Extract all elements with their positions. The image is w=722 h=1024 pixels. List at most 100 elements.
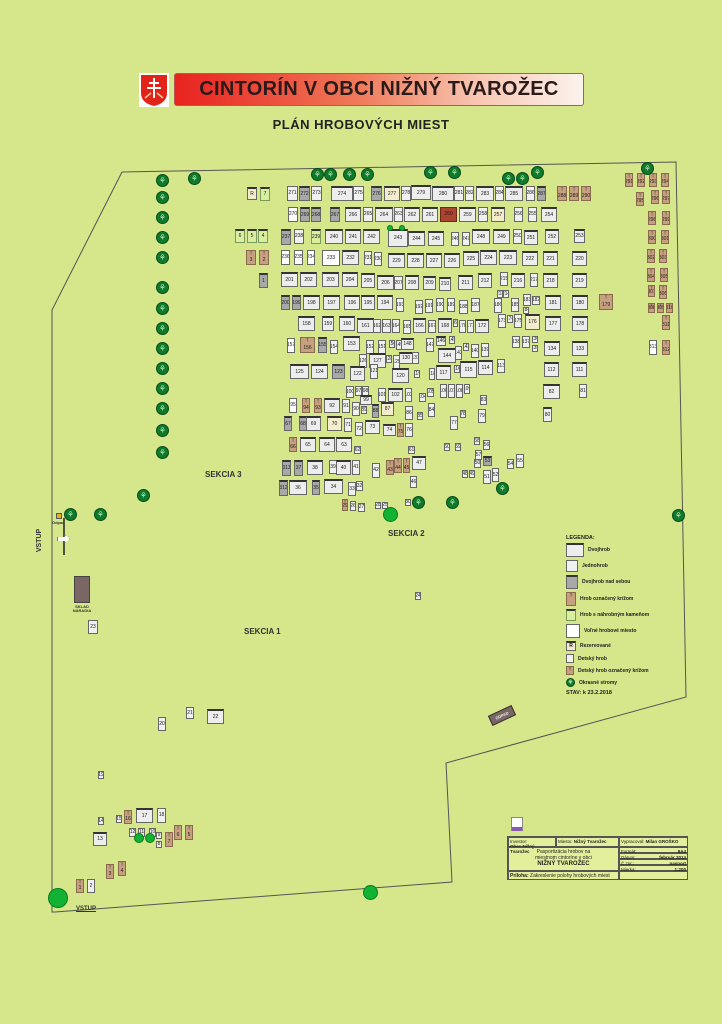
grave-plot[interactable]: 71 [344,418,352,432]
grave-plot[interactable]: 48 [462,470,468,478]
grave-plot[interactable]: 105 [427,388,434,397]
grave-plot[interactable]: 195 [361,295,375,310]
grave-plot[interactable]: 84 [428,403,435,417]
grave-plot[interactable]: 253 [574,229,585,243]
grave-plot[interactable]: 103 [405,388,412,402]
grave-plot[interactable]: 313 [649,340,657,355]
grave-plot[interactable]: 6 [235,229,245,243]
grave-plot[interactable]: 257 [491,207,505,222]
grave-plot[interactable]: 136 [532,336,538,343]
grave-plot[interactable]: 168 [438,318,452,333]
grave-plot[interactable]: 62 [354,446,361,454]
grave-plot[interactable]: 81 [579,384,587,398]
grave-plot[interactable]: 312 [662,340,670,355]
grave-plot[interactable]: 297 [662,190,670,204]
grave-plot[interactable]: 274 [331,186,353,201]
grave-plot[interactable]: 40 [336,460,351,475]
grave-plot[interactable]: 112 [544,362,559,377]
grave-plot[interactable]: 120 [392,368,409,383]
grave-plot[interactable]: 85 [417,412,423,420]
grave-plot[interactable]: 203 [322,272,339,287]
grave-plot[interactable]: 292 [637,173,645,187]
grave-plot[interactable]: 239 [311,229,321,244]
grave-plot[interactable]: 281 [454,186,464,201]
grave-plot[interactable]: 104 [419,393,426,402]
grave-plot[interactable]: 17 [136,808,153,823]
grave-plot[interactable]: 138 [512,336,520,348]
grave-plot[interactable]: 117 [436,365,451,380]
grave-plot[interactable]: 252 [545,229,559,244]
grave-plot[interactable]: 106 [440,384,447,398]
grave-plot[interactable]: 12 [129,828,136,837]
grave-plot[interactable]: 56 [483,440,490,450]
grave-plot[interactable]: 89 [361,406,367,414]
grave-plot[interactable]: 52 [492,468,499,482]
grave-plot[interactable]: 94 [302,398,310,413]
grave-plot[interactable]: 14 [98,817,104,825]
grave-plot[interactable]: 63 [336,437,352,452]
grave-plot[interactable]: 148 [401,338,414,350]
grave-plot[interactable]: 280 [432,186,454,201]
grave-plot[interactable]: 303 [659,249,667,263]
grave-plot[interactable]: 246 [451,232,459,246]
grave-plot[interactable]: 70 [327,416,342,431]
grave-plot[interactable]: 167 [428,320,436,333]
grave-plot[interactable]: 275 [353,186,364,201]
grave-plot[interactable]: 8 [156,841,162,848]
grave-plot[interactable]: 45 [403,458,410,473]
grave-plot[interactable]: 223 [499,250,517,265]
grave-plot[interactable]: 77 [450,416,458,430]
grave-plot[interactable]: 58 [474,437,480,445]
grave-plot[interactable]: 236 [281,250,290,265]
grave-plot[interactable]: 206 [377,275,394,290]
grave-plot[interactable]: 146 [436,336,446,346]
grave-plot[interactable]: 194 [377,295,393,310]
grave-plot[interactable]: 178 [572,316,588,331]
grave-plot[interactable]: 231 [364,251,372,265]
grave-plot[interactable]: 177 [545,316,561,331]
grave-plot[interactable]: 229 [388,253,405,268]
grave-plot[interactable]: 182 [532,296,540,305]
grave-plot[interactable]: 242 [363,229,380,244]
grave-plot[interactable]: 83 [480,395,487,405]
grave-plot[interactable]: 220 [572,251,587,266]
grave-plot[interactable]: 95 [289,398,297,413]
grave-plot[interactable]: 49 [469,470,475,478]
grave-plot[interactable]: 38 [307,460,323,475]
grave-plot[interactable]: 101 [378,388,386,402]
grave-plot[interactable]: 42 [372,463,380,478]
grave-plot[interactable]: 187 [471,298,480,312]
grave-plot[interactable]: 306 [659,285,667,299]
grave-plot[interactable]: 99 [360,395,372,405]
grave-plot[interactable]: 286 [526,186,535,201]
grave-plot[interactable]: 196 [344,295,360,310]
grave-plot[interactable]: 144 [438,348,456,363]
grave-plot[interactable]: 240 [325,229,343,244]
grave-plot[interactable]: 209 [423,276,436,290]
grave-plot[interactable]: 219 [572,273,587,288]
grave-plot[interactable]: 34 [324,479,343,494]
grave-plot[interactable]: 157 [287,338,295,353]
grave-plot[interactable]: 114 [478,360,493,375]
grave-plot[interactable]: 4 [258,229,268,243]
grave-plot[interactable]: 145 [449,336,455,344]
grave-plot[interactable]: 183 [523,294,531,306]
grave-plot[interactable]: 7 [260,187,270,201]
grave-plot[interactable]: 212 [478,273,492,288]
grave-plot[interactable]: 259 [459,207,476,222]
grave-plot[interactable]: 23 [88,620,98,634]
grave-plot[interactable]: 55 [516,454,524,468]
grave-plot[interactable]: 174 [507,315,513,323]
grave-plot[interactable]: 312 [279,480,288,496]
grave-plot[interactable]: 122 [350,366,365,381]
grave-plot[interactable]: 185 [511,298,519,312]
grave-plot[interactable]: 3 [106,864,114,879]
grave-plot[interactable]: 124 [311,364,328,379]
grave-plot[interactable]: 313 [282,460,291,476]
grave-plot[interactable]: 2 [259,250,269,265]
grave-plot[interactable]: 201 [281,272,298,287]
grave-plot[interactable]: 150 [389,340,395,348]
grave-plot[interactable]: 72 [355,422,363,436]
grave-plot[interactable]: 260 [440,207,457,222]
grave-plot[interactable]: 295 [636,192,644,206]
